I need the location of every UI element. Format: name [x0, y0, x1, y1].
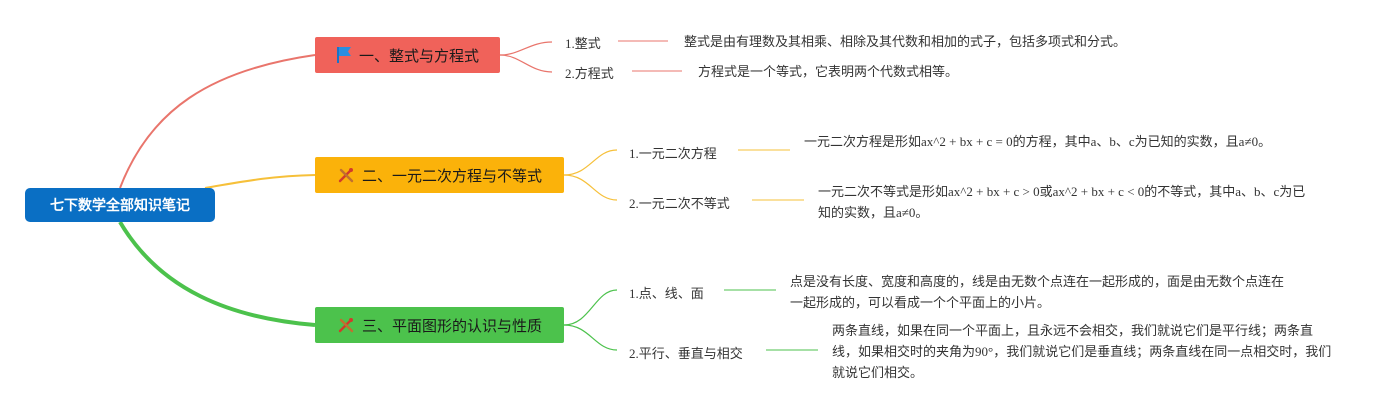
topic-equation[interactable]: 2.方程式	[565, 66, 614, 81]
branch-node-1[interactable]: 一、整式与方程式	[315, 37, 500, 73]
branch-label-2: 二、一元二次方程与不等式	[361, 166, 542, 185]
branch-label-3: 三、平面图形的认识与性质	[361, 316, 542, 335]
connector-b2-c2	[563, 174, 618, 201]
root-node[interactable]: 七下数学全部知识笔记	[25, 188, 215, 222]
connector-b1-c1	[499, 41, 553, 56]
note-parallel-perpendicular: 两条直线，如果在同一个平面上，且永远不会相交，我们就说它们是平行线；两条直线，如…	[832, 323, 1332, 380]
connector-root-branch-1	[119, 54, 316, 189]
branch-label-1: 一、整式与方程式	[358, 46, 479, 65]
connector-root-branch-2	[204, 174, 316, 189]
topic-quadratic-equation[interactable]: 1.一元二次方程	[629, 146, 717, 161]
connector-b3-c1	[563, 289, 618, 326]
root-label: 七下数学全部知识笔记	[50, 198, 190, 214]
note-quadratic-inequality: 一元二次不等式是形如ax^2 + bx + c > 0或ax^2 + bx + …	[818, 184, 1306, 220]
tools-icon	[337, 166, 355, 184]
topic-point-line-plane[interactable]: 1.点、线、面	[629, 286, 704, 301]
connector-b3-c2	[563, 324, 618, 351]
note-quadratic-equation: 一元二次方程是形如ax^2 + bx + c = 0的方程，其中a、b、c为已知…	[804, 134, 1272, 149]
branch-node-3[interactable]: 三、平面图形的认识与性质	[315, 307, 564, 343]
connector-root-branch-3	[118, 220, 316, 327]
topic-quadratic-inequality[interactable]: 2.一元二次不等式	[629, 196, 730, 211]
connector-b1-c2	[499, 54, 553, 73]
tools-icon	[337, 316, 355, 334]
note-equation: 方程式是一个等式，它表明两个代数式相等。	[698, 64, 959, 79]
note-integer-expression: 整式是由有理数及其相乘、相除及其代数和相加的式子，包括多项式和分式。	[684, 34, 1127, 49]
flag-icon	[336, 46, 352, 64]
topic-parallel-perpendicular[interactable]: 2.平行、垂直与相交	[629, 346, 743, 361]
note-point-line-plane: 点是没有长度、宽度和高度的，线是由无数个点连在一起形成的，面是由无数个点连在一起…	[790, 274, 1285, 310]
branch-node-2[interactable]: 二、一元二次方程与不等式	[315, 157, 564, 193]
connector-b2-c1	[563, 149, 618, 176]
topic-integer-expression[interactable]: 1.整式	[565, 36, 601, 51]
